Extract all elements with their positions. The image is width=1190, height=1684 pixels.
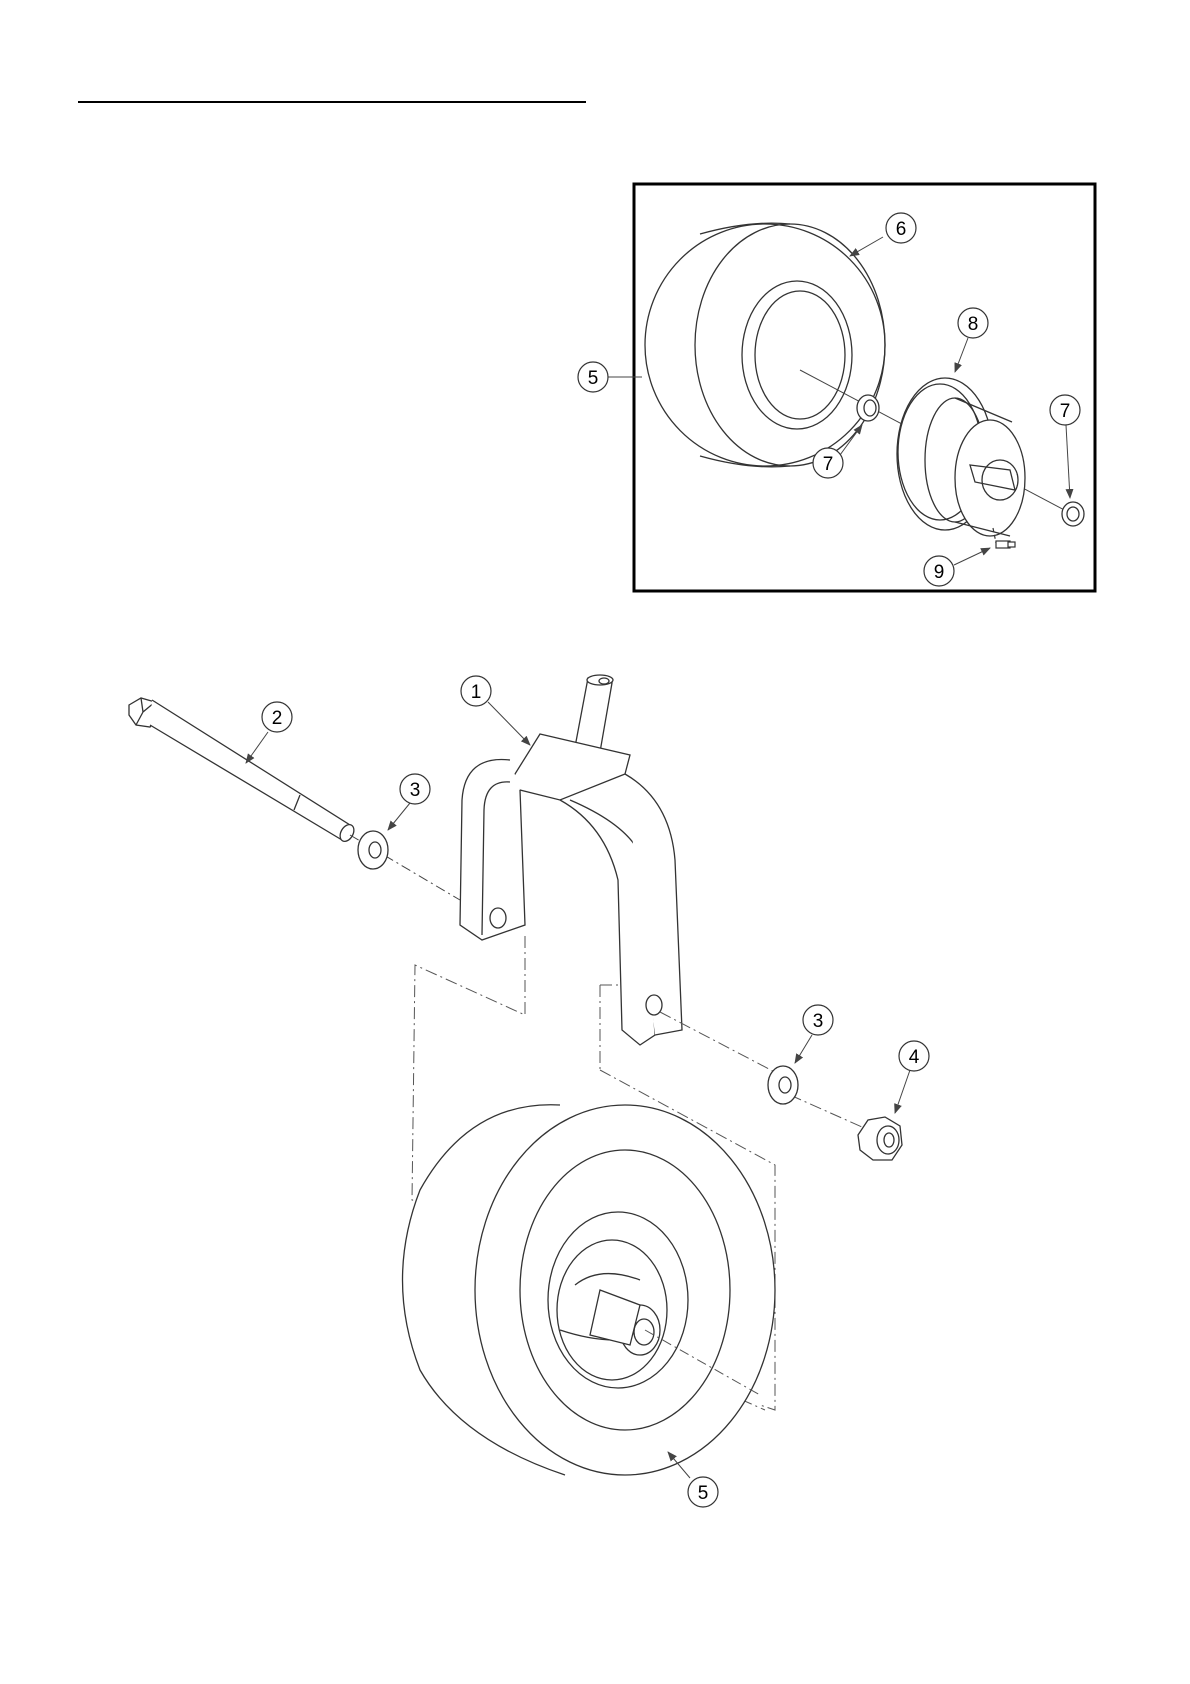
washer-left: [358, 831, 388, 869]
callout-7-right-label: 7: [1060, 401, 1071, 422]
callout-5-main: 5: [668, 1452, 718, 1507]
callout-2: 2: [246, 702, 292, 763]
callout-5-main-label: 5: [698, 1483, 709, 1504]
fork-bracket: [460, 675, 682, 1045]
callout-6: 6: [850, 213, 916, 256]
callout-1-label: 1: [471, 682, 482, 703]
main-wheel: [403, 1105, 776, 1475]
callout-8: 8: [955, 308, 988, 372]
inset-bearing-right: [1062, 502, 1084, 526]
inset-border: [634, 184, 1095, 591]
wheel-detail-inset: 6 8 5 7 7 9: [578, 184, 1095, 591]
callout-5-inset-label: 5: [588, 368, 599, 389]
inset-rim: [897, 378, 1025, 536]
main-assembly: 1 2 3 3 4 5: [129, 675, 929, 1507]
callout-4: 4: [895, 1041, 929, 1113]
callout-5-inset: 5: [578, 362, 642, 392]
inset-bearing-left: [857, 395, 879, 421]
callout-4-label: 4: [909, 1047, 920, 1068]
callout-3-left: 3: [388, 774, 430, 830]
callout-3-left-label: 3: [410, 780, 421, 801]
callout-1: 1: [461, 676, 530, 745]
axle-bolt: [129, 698, 357, 844]
callout-9: 9: [924, 548, 990, 586]
callout-9-label: 9: [934, 562, 945, 583]
callout-8-label: 8: [968, 314, 979, 335]
lock-nut: [858, 1117, 902, 1160]
callout-7-right: 7: [1050, 395, 1080, 498]
callout-3-right: 3: [795, 1005, 833, 1063]
callout-3-right-label: 3: [813, 1011, 824, 1032]
callout-6-label: 6: [896, 219, 907, 240]
inset-tire: [645, 223, 885, 467]
callout-7-left-label: 7: [823, 454, 834, 475]
washer-right: [768, 1066, 798, 1104]
callout-2-label: 2: [272, 708, 283, 729]
